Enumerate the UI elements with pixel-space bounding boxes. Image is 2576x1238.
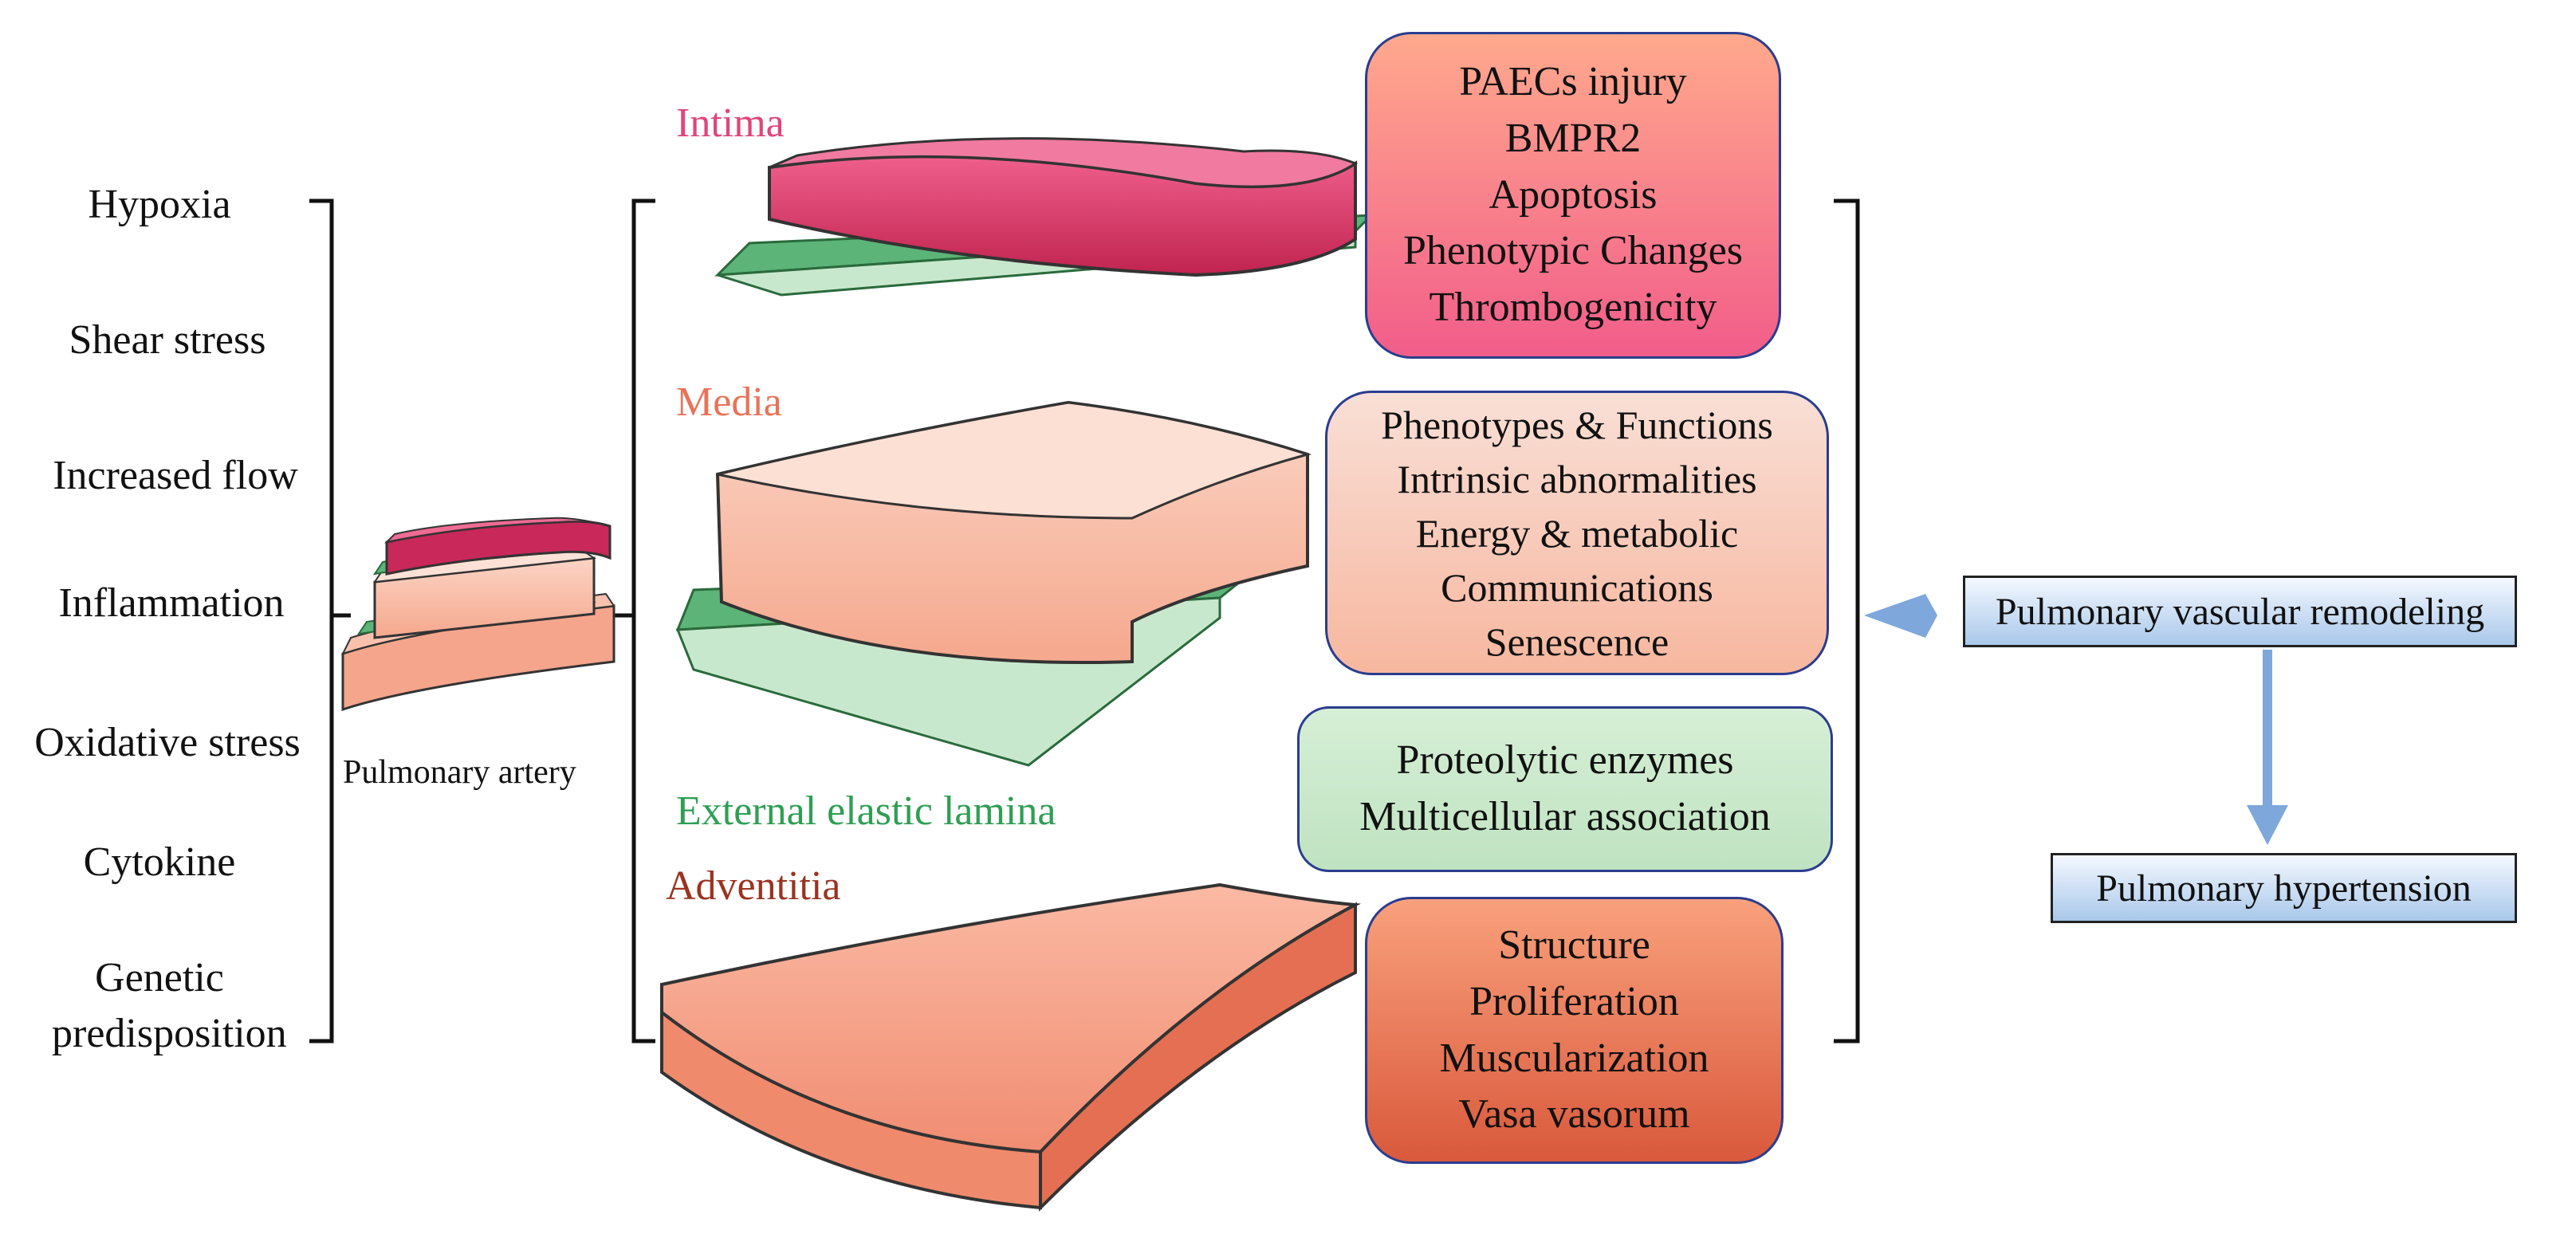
intima-item: PAECs injury [1459, 59, 1687, 105]
factor-oxidative-stress: Oxidative stress [34, 720, 301, 765]
media-mechanisms-box: Phenotypes & Functions Intrinsic abnorma… [1325, 391, 1829, 675]
factor-shear-stress: Shear stress [69, 317, 266, 363]
intima-mechanisms-box: PAECs injury BMPR2 Apoptosis Phenotypic … [1365, 32, 1781, 359]
adventitia-item: Vasa vasorum [1458, 1091, 1690, 1138]
media-item: Phenotypes & Functions [1381, 402, 1773, 447]
media-item: Senescence [1485, 619, 1669, 664]
layers-left-bracket [614, 198, 655, 1043]
factor-cytokine: Cytokine [83, 839, 236, 885]
intima-item: Phenotypic Changes [1402, 228, 1744, 274]
intima-item: Apoptosis [1489, 171, 1658, 218]
boxes-right-bracket [1834, 198, 1860, 1043]
factors-bracket [309, 198, 351, 1043]
intima-label: Intima [676, 100, 785, 146]
adventitia-illustration [660, 882, 1362, 1212]
adventitia-item: Proliferation [1469, 978, 1679, 1024]
pulmonary-artery-label: Pulmonary artery [343, 754, 576, 791]
pulmonary-hypertension-box: Pulmonary hypertension [2051, 853, 2517, 923]
arrow-to-remodeling [1864, 594, 1937, 638]
media-illustration [675, 400, 1312, 767]
lamina-item: Multicellular association [1359, 794, 1771, 839]
adventitia-item: Muscularization [1439, 1035, 1709, 1081]
lamina-label: External elastic lamina [676, 788, 1056, 834]
factor-increased-flow: Increased flow [53, 453, 298, 498]
pulmonary-vascular-remodeling-box: Pulmonary vascular remodeling [1963, 576, 2517, 647]
arrow-to-hypertension [2247, 650, 2288, 845]
media-item: Communications [1441, 564, 1713, 610]
pulmonary-artery-illustration [341, 517, 615, 712]
intima-item: BMPR2 [1504, 115, 1642, 161]
adventitia-item: Structure [1498, 922, 1650, 969]
media-item: Energy & metabolic [1415, 510, 1739, 556]
factor-genetic-predisposition: Genetic predisposition [52, 955, 287, 1057]
lamina-item: Proteolytic enzymes [1396, 737, 1734, 784]
factor-hypoxia: Hypoxia [88, 182, 231, 227]
media-label: Media [676, 379, 782, 425]
media-item: Intrinsic abnormalities [1397, 456, 1757, 501]
intima-illustration [714, 137, 1375, 297]
intima-item: Thrombogenicity [1429, 285, 1717, 331]
factor-inflammation: Inflammation [58, 580, 285, 626]
adventitia-mechanisms-box: Structure Proliferation Muscularization … [1365, 897, 1784, 1164]
adventitia-label: Adventitia [666, 863, 841, 909]
lamina-mechanisms-box: Proteolytic enzymes Multicellular associ… [1297, 706, 1833, 872]
